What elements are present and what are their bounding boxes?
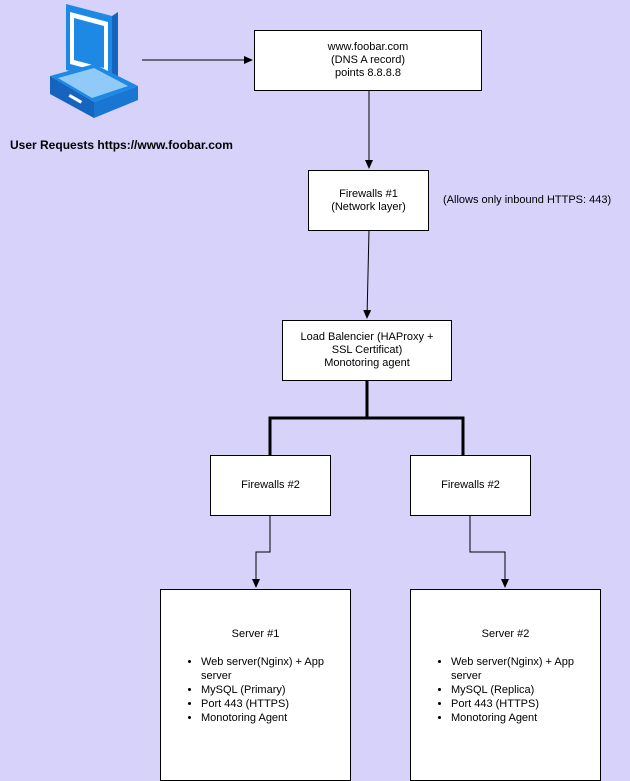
list-item: Monotoring Agent xyxy=(201,711,350,725)
list-item: Port 443 (HTTPS) xyxy=(201,697,350,711)
list-item: MySQL (Primary) xyxy=(201,683,350,697)
load-balancer-box: Load Balencier (HAProxy + SSL Certificat… xyxy=(282,320,452,381)
list-item: MySQL (Replica) xyxy=(451,683,600,697)
list-item: Monotoring Agent xyxy=(451,711,600,725)
firewall1-rule-note: (Allows only inbound HTTPS: 443) xyxy=(443,194,612,206)
firewall2a-box: Firewalls #2 xyxy=(210,455,331,516)
connector-lb-to-firewall2b xyxy=(367,416,465,455)
server2-title: Server #2 xyxy=(481,628,530,640)
dns-domain: www.foobar.com xyxy=(327,41,409,53)
connector-firewall2a-to-server1 xyxy=(252,516,271,588)
load-balancer-agent: Monotoring agent xyxy=(324,357,410,369)
dns-record-type: (DNS A record) xyxy=(331,54,405,66)
list-item: Port 443 (HTTPS) xyxy=(451,697,600,711)
server2-box: Server #2 Web server(Nginx) + App server… xyxy=(410,589,601,781)
user-request-label: User Requests https://www.foobar.com xyxy=(10,138,233,152)
load-balancer-title: Load Balencier (HAProxy + xyxy=(300,331,434,343)
connector-firewall2b-to-server2 xyxy=(469,516,509,588)
firewall2a-label: Firewalls #2 xyxy=(241,479,300,491)
connector-firewall1-to-lb xyxy=(363,229,372,319)
load-balancer-ssl: SSL Certificat) xyxy=(331,344,403,356)
server1-title: Server #1 xyxy=(231,628,280,640)
list-item: Web server(Nginx) + App server xyxy=(201,655,350,683)
firewall2b-box: Firewalls #2 xyxy=(410,455,531,516)
list-item: Web server(Nginx) + App server xyxy=(451,655,600,683)
server1-component-list: Web server(Nginx) + App server MySQL (Pr… xyxy=(161,655,350,725)
computer-monitor-icon xyxy=(50,4,138,118)
firewall1-title: Firewalls #1 xyxy=(339,187,398,200)
firewall2b-label: Firewalls #2 xyxy=(441,479,500,491)
dns-ip: points 8.8.8.8 xyxy=(334,67,402,79)
firewall1-box: Firewalls #1 (Network layer) xyxy=(308,170,429,231)
server1-box: Server #1 Web server(Nginx) + App server… xyxy=(160,589,351,781)
connector-lb-to-firewall2a xyxy=(268,380,369,455)
dns-record-box: www.foobar.com (DNS A record) points 8.8… xyxy=(254,30,482,91)
firewall1-layer: (Network layer) xyxy=(331,200,406,213)
server2-component-list: Web server(Nginx) + App server MySQL (Re… xyxy=(411,655,600,725)
